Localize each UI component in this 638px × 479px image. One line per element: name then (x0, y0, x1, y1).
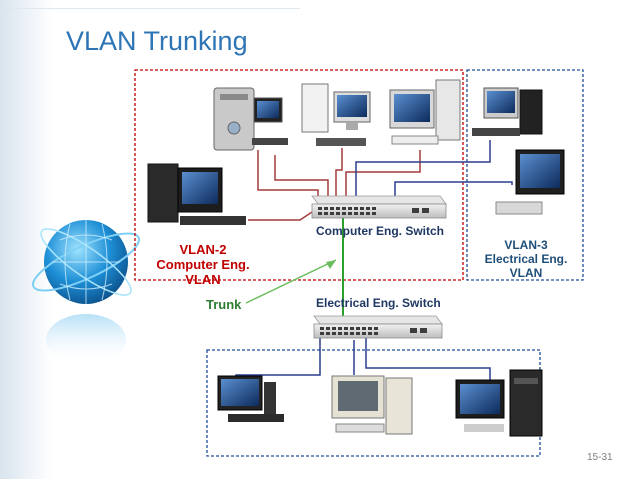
computer-switch-label: Computer Eng. Switch (316, 224, 445, 238)
vlan2-label: VLAN-2 Computer Eng. VLAN (140, 242, 266, 287)
computer-eng-switch (311, 195, 447, 219)
vlan3-label-line2: Electrical Eng. VLAN (484, 252, 568, 280)
electrical-eng-switch (313, 315, 443, 339)
elec-tower-pc-icon (455, 369, 543, 437)
vlan3-boundary (466, 69, 584, 281)
vlan2-desktop-pc-icon (301, 83, 371, 146)
vlan2-tower-pc-icon (213, 87, 288, 151)
vlan3-flatscreen-pc-icon (495, 149, 565, 215)
slide-title: VLAN Trunking (66, 26, 248, 56)
elec-beige-pc-icon (331, 375, 413, 435)
vlan3-desktop-pc-icon (472, 87, 543, 136)
vlan2-black-pc-icon (147, 163, 246, 225)
vlan2-cables (248, 148, 421, 221)
vlan3-label-line1: VLAN-3 (504, 238, 548, 252)
trunk-pointer (245, 259, 337, 304)
vlan2-workstation-icon (389, 79, 461, 145)
vlan3-label: VLAN-3 Electrical Eng. VLAN (470, 238, 582, 280)
trunk-label: Trunk (206, 297, 242, 312)
vlan2-label-line1: VLAN-2 (179, 242, 227, 257)
globe-icon (32, 220, 140, 366)
vlan2-label-line2: Computer Eng. VLAN (156, 257, 250, 287)
top-divider (0, 8, 300, 9)
vlan2-boundary (134, 69, 464, 281)
page-number: 15-31 (587, 452, 613, 463)
elec-lcd-pc-icon (217, 375, 284, 422)
electrical-switch-label: Electrical Eng. Switch (316, 296, 441, 310)
trunk-arrowhead (326, 260, 336, 269)
